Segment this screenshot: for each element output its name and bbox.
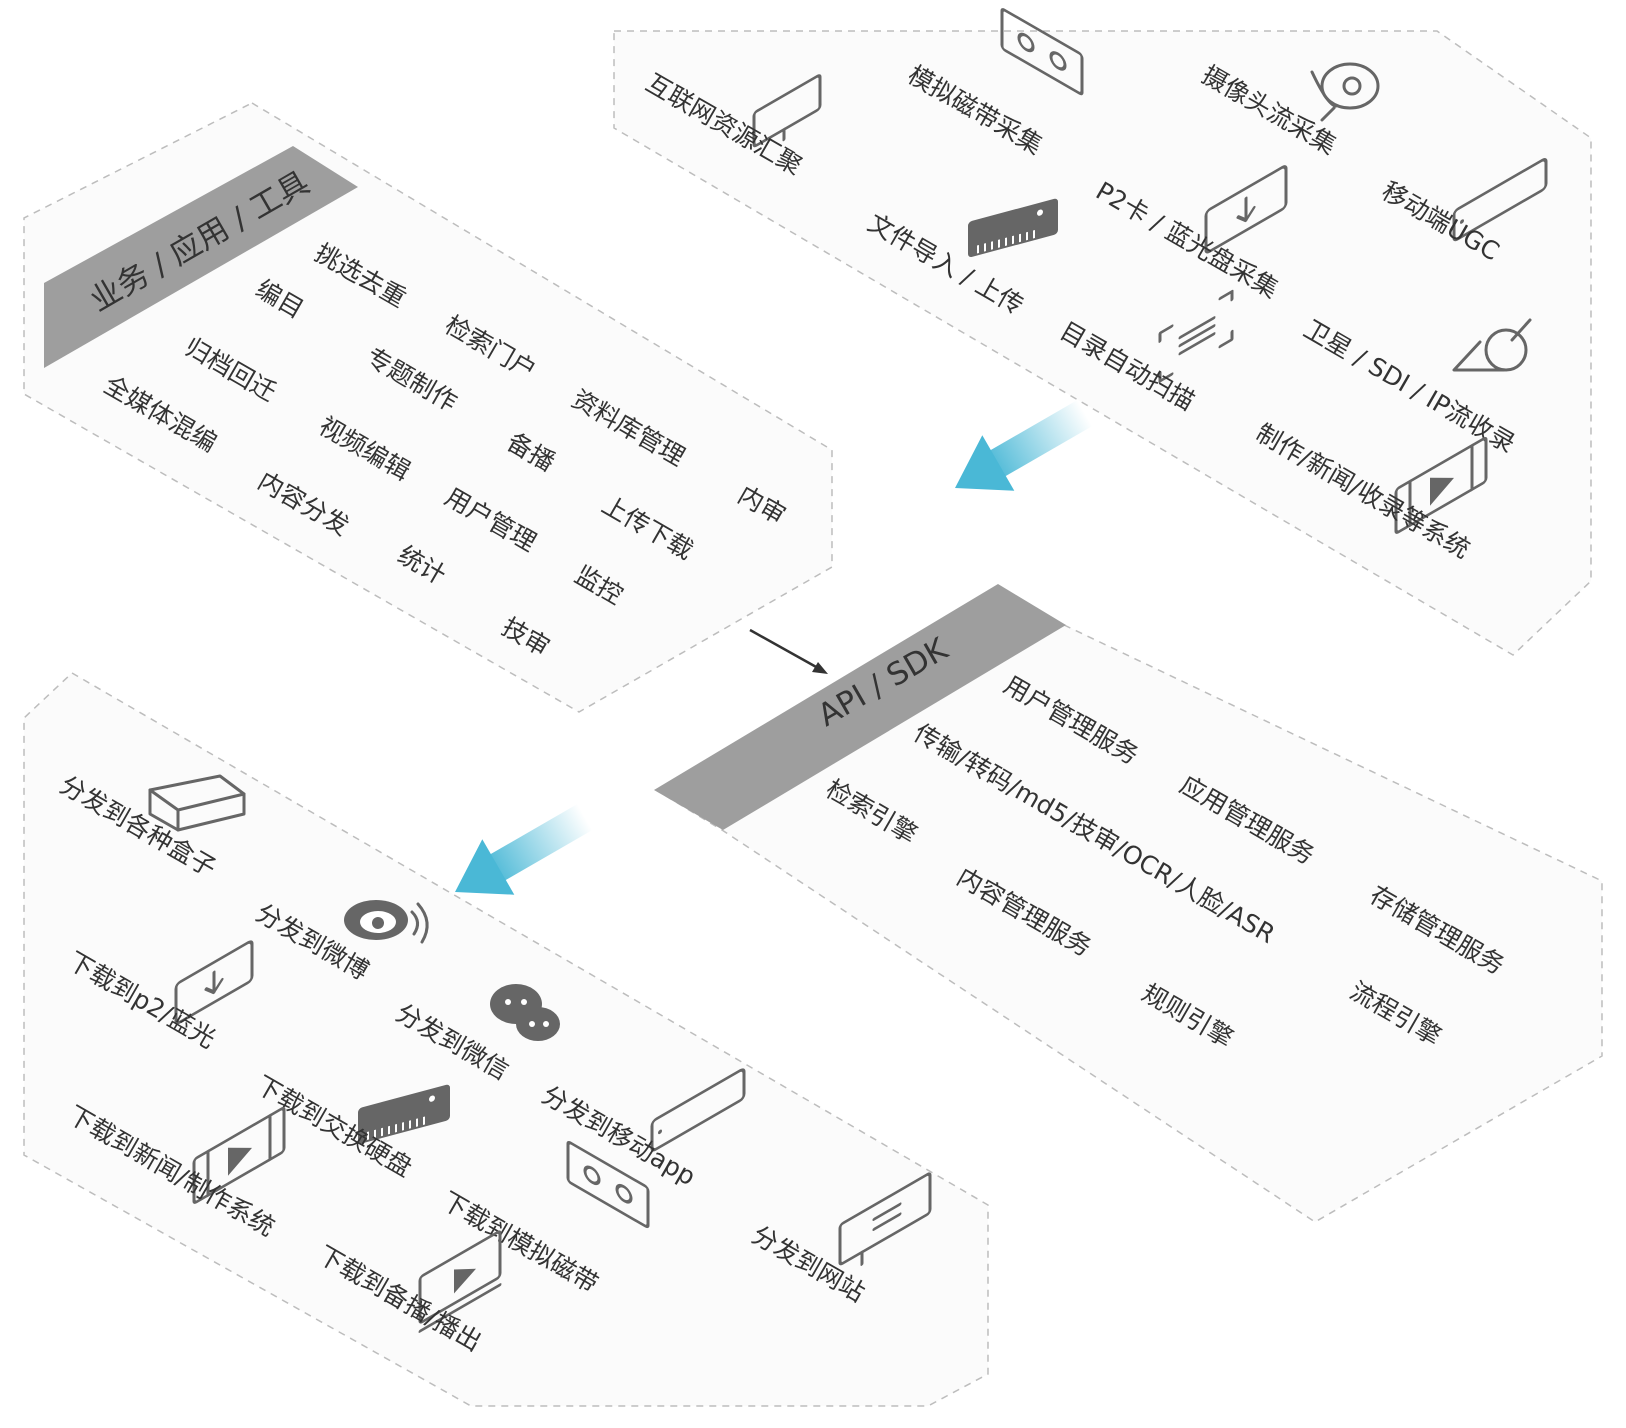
box-icon [148,774,246,832]
monitor-icon [752,74,822,148]
flow-arrow-api-to-distribution [455,804,593,895]
distribution-panel [23,672,989,1407]
tape-icon [566,1140,650,1229]
film-icon [192,1106,286,1204]
card-download-icon [174,940,254,1025]
hard-disk-icon [358,1084,450,1144]
wechat-icon [490,984,560,1041]
tape-icon [1000,8,1084,96]
flow-arrow-sources-to-api [955,400,1093,491]
satellite-icon [1452,318,1532,372]
film-icon [1394,436,1488,534]
scan-icon [1158,289,1234,383]
website-icon [838,1172,932,1266]
flow-arrow-tools-to-api [749,628,828,674]
camera-icon [1310,62,1380,122]
card-download-icon [1204,165,1288,254]
hard-disk-icon [968,198,1058,258]
sources-panel [613,30,1592,656]
weibo-icon [344,900,429,944]
